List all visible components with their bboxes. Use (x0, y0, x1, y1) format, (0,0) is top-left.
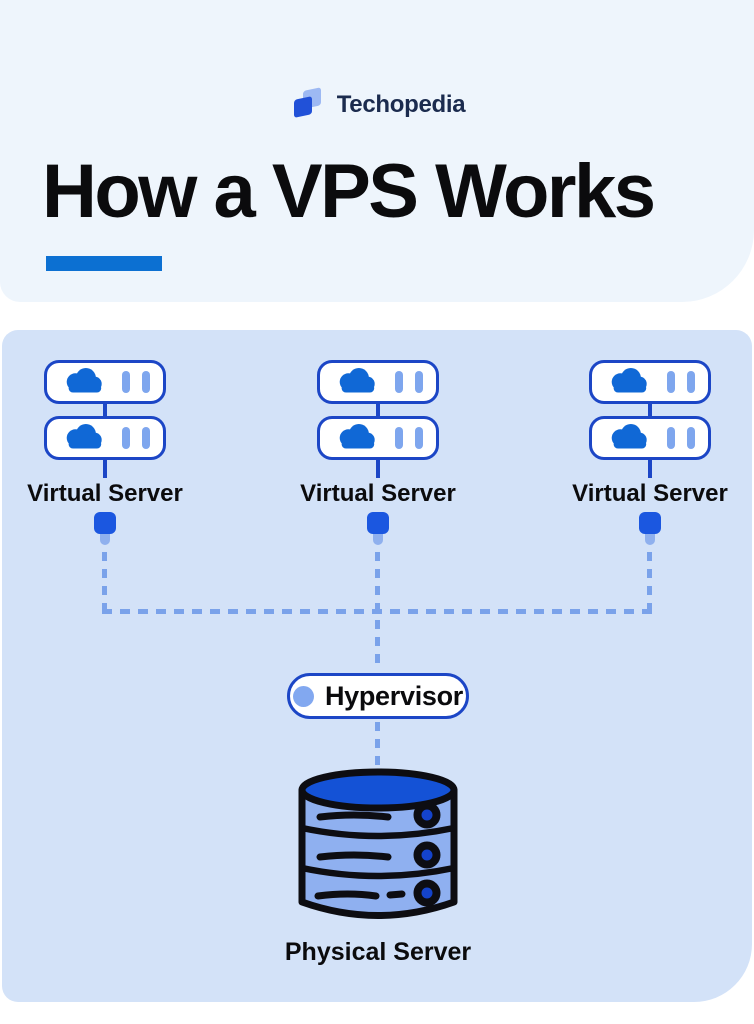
rack-connector-line (647, 404, 653, 416)
cloud-icon (333, 365, 379, 400)
hypervisor-label: Hypervisor (324, 680, 464, 711)
server-box (44, 360, 166, 404)
hypervisor-dot-icon (292, 685, 314, 707)
connector-node-icon (639, 512, 661, 554)
title-underline (46, 256, 162, 271)
rack-connector-line (102, 404, 108, 416)
virtual-server-group-2: Virtual Server (258, 360, 498, 554)
virtual-server-group-3: Virtual Server (530, 360, 754, 554)
dashed-line-center-lower (375, 722, 380, 768)
rack-drop-line (647, 460, 653, 478)
hypervisor-pill: Hypervisor (287, 673, 469, 719)
server-box (589, 360, 711, 404)
virtual-server-label: Virtual Server (572, 480, 728, 507)
cloud-icon (605, 421, 651, 456)
rack-drop-line (375, 460, 381, 478)
brand-name: Techopedia (336, 90, 466, 118)
server-box (44, 416, 166, 460)
cloud-icon (60, 421, 106, 456)
server-box (589, 416, 711, 460)
vent-slots-icon (122, 427, 150, 449)
server-box (317, 416, 439, 460)
dashed-line-left (102, 552, 107, 612)
hero-panel: Techopedia How a VPS Works (0, 0, 754, 302)
techopedia-logo-icon (289, 84, 327, 125)
dashed-line-bus (102, 609, 652, 614)
connector-node-icon (94, 512, 116, 554)
brand-row: Techopedia (0, 84, 754, 125)
virtual-server-label: Virtual Server (27, 480, 183, 507)
cloud-icon (605, 365, 651, 400)
cloud-icon (333, 421, 379, 456)
virtual-server-group-1: Virtual Server (0, 360, 225, 554)
server-box (317, 360, 439, 404)
page-title: How a VPS Works (42, 149, 656, 234)
physical-server-label: Physical Server (284, 938, 472, 966)
vent-slots-icon (122, 371, 150, 393)
vent-slots-icon (667, 371, 695, 393)
virtual-server-label: Virtual Server (300, 480, 456, 507)
vent-slots-icon (667, 427, 695, 449)
cloud-icon (60, 365, 106, 400)
physical-server-icon (294, 768, 462, 933)
rack-connector-line (375, 404, 381, 416)
vent-slots-icon (395, 427, 423, 449)
dashed-line-right (647, 552, 652, 612)
connector-node-icon (367, 512, 389, 554)
rack-drop-line (102, 460, 108, 478)
vent-slots-icon (395, 371, 423, 393)
